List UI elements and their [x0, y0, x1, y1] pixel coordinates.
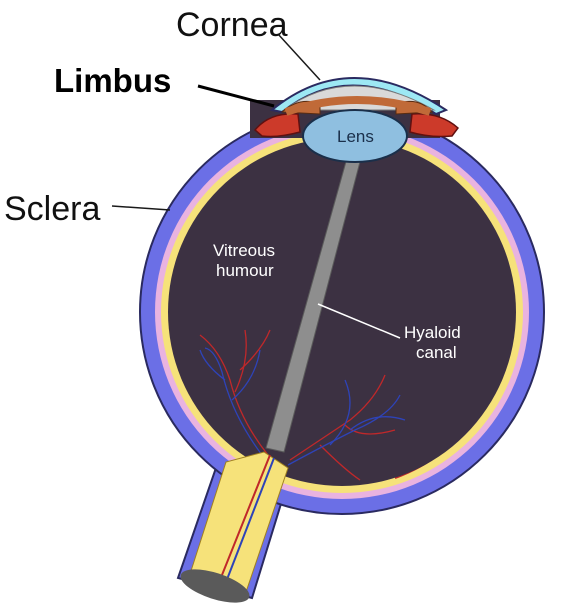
ciliary-body-right — [409, 113, 460, 138]
hyaloid-canal-label-line1: Hyaloid — [404, 323, 461, 342]
vitreous-chamber — [168, 138, 516, 486]
lens-label: Lens — [337, 127, 374, 146]
iris-band — [284, 96, 432, 116]
lens-shape — [302, 109, 408, 163]
limbus-leader — [197, 84, 275, 108]
cornea-leader — [277, 33, 321, 81]
optic-nerve-vessel-red — [219, 454, 271, 581]
cornea-label: Cornea — [176, 6, 288, 44]
vitreous-humour-label-line1: Vitreous — [213, 241, 275, 260]
hyaloid-leader — [317, 303, 401, 339]
limbus-label: Limbus — [54, 62, 171, 99]
sclera-leader — [111, 205, 171, 211]
retinal-vessels-left — [199, 329, 271, 456]
optic-nerve-cut — [180, 569, 250, 603]
sclera-label: Sclera — [4, 190, 100, 228]
vitreous-humour-label-line2: humour — [216, 261, 274, 280]
hyaloid-canal-label-line2: canal — [416, 343, 457, 362]
ciliary-body-left — [253, 113, 301, 138]
retinal-vessels-right — [287, 374, 406, 481]
optic-nerve-vessel-blue — [225, 457, 275, 583]
